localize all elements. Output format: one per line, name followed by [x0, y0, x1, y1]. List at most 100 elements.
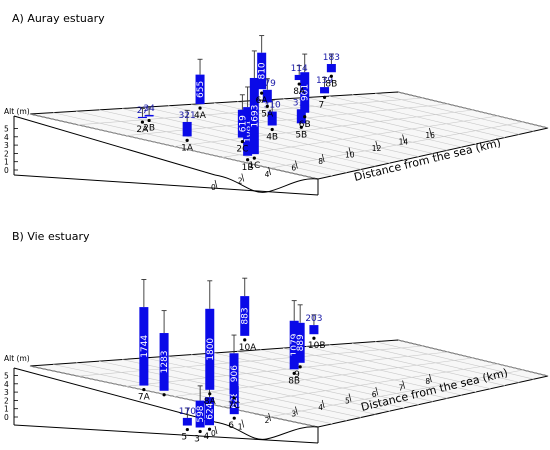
alt-tick-label: 4: [4, 133, 9, 142]
bar-5A: [262, 89, 272, 103]
site-label: 8A: [204, 397, 217, 407]
bar-1C: [249, 77, 259, 155]
distance-tick: [429, 127, 432, 137]
bar-5B: [296, 109, 306, 124]
distance-tick-label: 5: [345, 397, 350, 406]
bar-value-label: 619: [238, 115, 248, 132]
alt-axis-title: Alt (m): [4, 354, 30, 363]
site-marker: [322, 95, 327, 99]
distance-tick: [295, 406, 298, 415]
grid-line: [221, 363, 499, 407]
alt-tick-label: 1: [4, 158, 9, 167]
site-label: 2A: [136, 125, 149, 135]
site-marker: [185, 138, 189, 142]
bar-3: [195, 400, 205, 428]
distance-tick-label: 2: [238, 177, 243, 186]
site-label: 4: [204, 432, 210, 442]
bar-1A: [182, 121, 192, 137]
bar-7A: [139, 307, 149, 386]
distance-tick-label: 7: [399, 384, 404, 393]
box-top-edge: [13, 115, 216, 176]
bar-5: [182, 417, 192, 426]
distance-tick: [429, 373, 432, 383]
distance-tick-label: 10: [345, 151, 355, 160]
distance-tick-label: 4: [318, 403, 323, 412]
site-label: 9: [294, 370, 300, 380]
site-label: 10A: [239, 343, 257, 353]
bar-value-label: 1283: [160, 350, 170, 373]
site-label: 2C: [236, 145, 248, 155]
site-label: 7: [319, 100, 325, 110]
distance-tick: [375, 140, 379, 150]
grid-line: [125, 351, 449, 387]
alt-tick-label: 0: [4, 413, 9, 422]
site-marker: [232, 416, 236, 420]
bar-value-label: 901: [301, 84, 311, 101]
site-label: 6A: [256, 96, 269, 106]
bar-value-label: 624: [206, 402, 216, 419]
distance-tick-label: 0: [211, 183, 216, 192]
distance-tick: [241, 419, 245, 428]
site-label: 1B: [242, 163, 254, 173]
distance-tick-label: 14: [399, 138, 409, 147]
box-top-edge: [13, 367, 216, 423]
distance-tick-label: 12: [372, 144, 382, 153]
site-label: 1C: [248, 161, 260, 171]
site-marker: [329, 74, 333, 78]
site-marker: [252, 156, 256, 160]
distance-tick-label: 6: [291, 164, 296, 173]
site-label: 5B: [295, 130, 307, 140]
distance-tick: [268, 412, 271, 422]
bar-10B: [309, 325, 319, 335]
bar-value-label: 810: [258, 62, 268, 79]
site-label: 8A: [293, 87, 306, 97]
site-label: 7A: [138, 393, 151, 403]
bar-value-label: 889: [296, 334, 306, 351]
site-marker: [299, 125, 303, 129]
distance-tick: [321, 153, 325, 163]
site-label: 3: [194, 435, 200, 445]
distance-tick-label: 1: [238, 423, 243, 432]
distance-tick-label: 4: [265, 170, 270, 179]
site-marker: [298, 365, 302, 369]
site-label: 5A: [261, 109, 274, 119]
site-label: 1A: [181, 143, 194, 153]
bar-value-label: 279: [259, 79, 276, 89]
bar-1283: [159, 333, 169, 391]
site-marker: [208, 392, 212, 396]
grid-line: [125, 103, 449, 136]
site-label: 10B: [308, 341, 326, 351]
channel-profile: [214, 174, 319, 193]
grid-line: [221, 115, 499, 158]
site-marker: [198, 429, 202, 434]
bar-8B: [326, 64, 336, 73]
bar-2A: [137, 116, 147, 119]
distance-tick: [402, 134, 405, 143]
alt-tick-label: 3: [4, 141, 9, 150]
site-label: 8B: [288, 376, 300, 386]
bar-10A: [240, 296, 250, 336]
distance-tick: [268, 166, 271, 176]
distance-tick-label: 8: [425, 377, 430, 386]
grid-line: [173, 357, 474, 397]
channel-profile: [214, 421, 319, 440]
grid-line: [269, 121, 524, 169]
distance-tick-label: 6: [372, 390, 377, 399]
bar-9: [295, 322, 305, 363]
site-marker: [265, 104, 269, 108]
bar-value-label: 321: [179, 111, 196, 121]
site-label: 4B: [266, 133, 278, 143]
bar-value-label: 1744: [140, 335, 150, 358]
bar-1B: [243, 107, 253, 156]
bar-value-label: 1079: [290, 333, 300, 356]
alt-tick-label: 2: [4, 149, 9, 158]
distance-tick-label: 2: [265, 416, 270, 425]
box-bottom-edge: [13, 174, 319, 196]
site-label: 4A: [194, 111, 207, 121]
site-marker: [140, 120, 145, 124]
distance-tick: [348, 147, 352, 156]
